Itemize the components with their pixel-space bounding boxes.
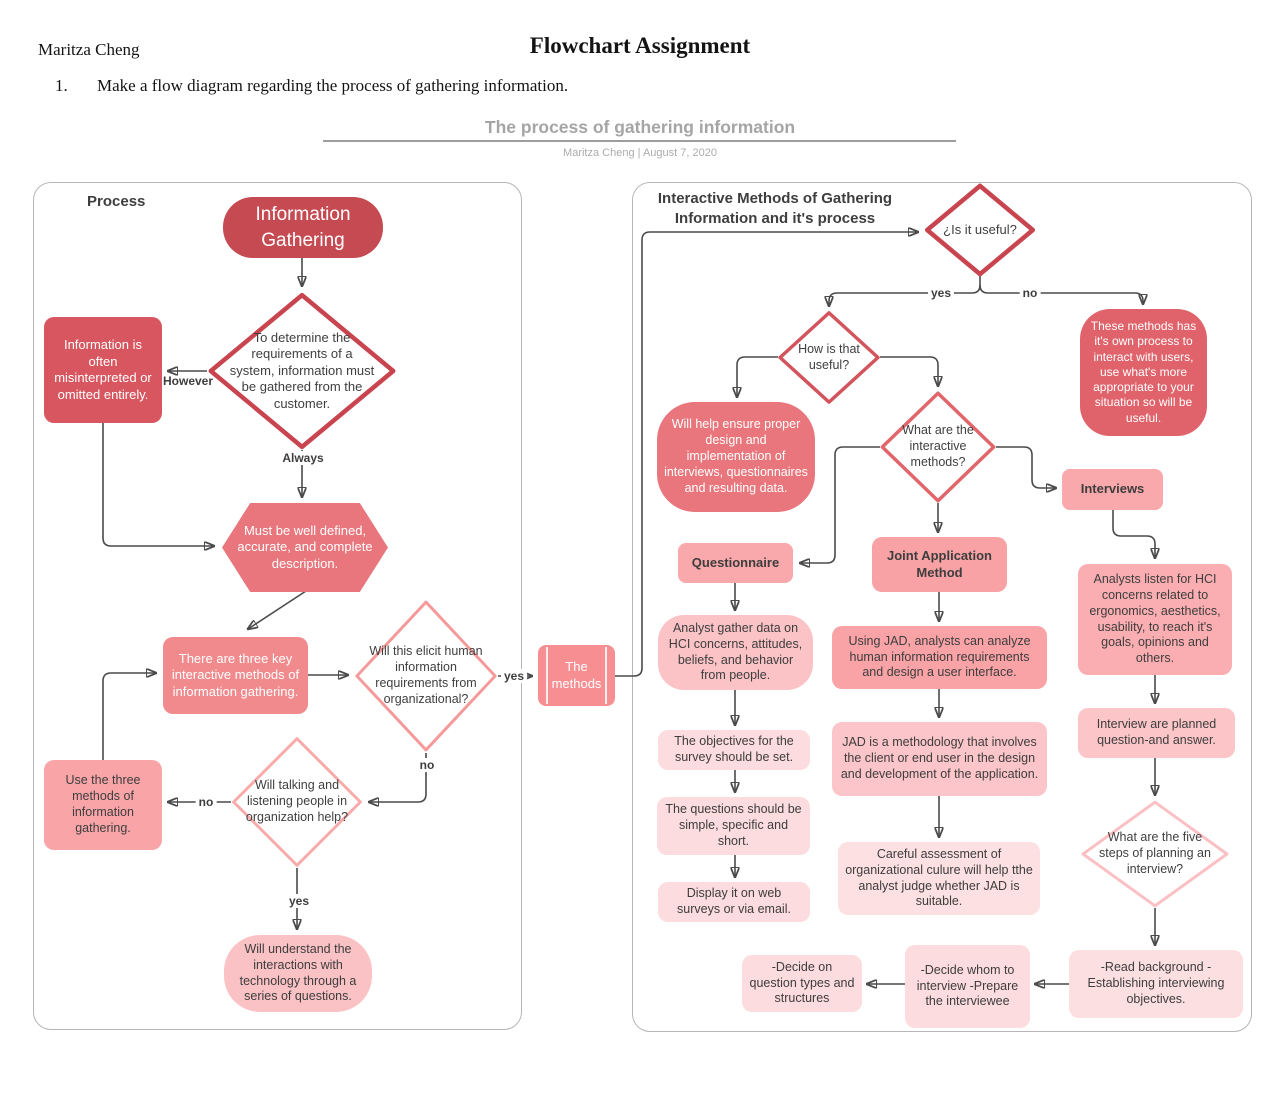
decision-elicit-requirements-label: Will this elicit human information requi… <box>369 644 483 706</box>
edge-label-no: no <box>416 758 438 772</box>
edge-label-yes: yes <box>285 894 313 908</box>
node-joint-application-method: Joint Application Method <box>872 537 1007 592</box>
edge-label-always: Always <box>279 451 327 465</box>
node-analyst-gather: Analyst gather data on HCI concerns, att… <box>658 615 813 690</box>
diamond-shape <box>880 391 996 503</box>
decision-is-it-useful: ¿Is it useful? <box>925 184 1035 276</box>
node-these-methods: These methods has it's own process to in… <box>1080 309 1207 436</box>
list-item-number: 1. <box>55 76 68 95</box>
edge-label-however: However <box>163 374 214 388</box>
node-decide-question-types: -Decide on question types and structures <box>742 955 862 1012</box>
node-will-help-ensure: Will help ensure proper design and imple… <box>657 402 815 512</box>
decision-what-interactive-methods-label: What are the interactive methods? <box>902 423 974 469</box>
node-questionnaire: Questionnaire <box>678 543 793 583</box>
author-name: Maritza Cheng <box>38 40 140 59</box>
edge-label-yes: yes <box>927 286 955 300</box>
list-item-text: Make a flow diagram regarding the proces… <box>97 76 569 95</box>
hexagon-shape <box>222 503 388 592</box>
diagram-title: The process of gathering information <box>484 117 796 137</box>
decision-five-steps-label: What are the five steps of planning an i… <box>1099 830 1211 876</box>
decision-how-useful-label: How is that useful? <box>798 341 860 372</box>
decision-how-useful: How is that useful? <box>778 311 880 404</box>
edge-label-yes: yes <box>500 669 528 683</box>
node-interview-planned: Interview are planned question-and answe… <box>1078 708 1235 758</box>
page-title: Flowchart Assignment <box>529 33 751 58</box>
diamond-shape <box>231 736 363 868</box>
diamond-shape <box>207 292 397 450</box>
node-display-web: Display it on web surveys or via email. <box>658 882 810 922</box>
node-using-jad: Using JAD, analysts can analyze human in… <box>832 626 1047 689</box>
node-analysts-listen: Analysts listen for HCI concerns related… <box>1078 564 1232 675</box>
diamond-shape <box>778 311 880 404</box>
node-the-methods-predefined: The methods <box>538 645 615 706</box>
node-start-terminator: Information Gathering <box>223 197 383 258</box>
edge-label-no: no <box>195 795 217 809</box>
right-panel-title: Interactive Methods of Gathering Informa… <box>657 190 893 227</box>
node-well-defined-hexagon: Must be well defined, accurate, and comp… <box>222 503 388 592</box>
decision-determine-requirements-label: To determine the requirements of a syste… <box>229 329 375 411</box>
node-questions-simple: The questions should be simple, specific… <box>657 797 810 855</box>
diagram-byline: Maritza Cheng | August 7, 2020 <box>563 147 717 159</box>
node-use-three-methods: Use the three methods of information gat… <box>44 760 162 850</box>
decision-what-interactive-methods: What are the interactive methods? <box>880 391 996 503</box>
left-panel-title: Process <box>87 193 146 210</box>
decision-elicit-requirements: Will this elicit human information requi… <box>354 599 498 753</box>
diamond-shape <box>925 184 1035 276</box>
decision-talking-listening-label: Will talking and listening people in org… <box>245 778 349 824</box>
node-survey-objectives: The objectives for the survey should be … <box>658 730 810 770</box>
edge-label-no: no <box>1019 286 1041 300</box>
node-read-background: -Read background -Establishing interview… <box>1069 950 1243 1018</box>
diamond-shape <box>1080 800 1230 908</box>
node-jad-methodology: JAD is a methodology that involves the c… <box>832 722 1047 796</box>
node-three-key-methods: There are three key interactive methods … <box>163 637 308 714</box>
node-misinterpreted: Information is often misinterpreted or o… <box>44 317 162 423</box>
decision-is-it-useful-label: ¿Is it useful? <box>943 221 1017 237</box>
decision-determine-requirements: To determine the requirements of a syste… <box>207 292 397 450</box>
decision-five-steps: What are the five steps of planning an i… <box>1080 800 1230 908</box>
node-understand-terminator: Will understand the interactions with te… <box>224 935 372 1012</box>
diamond-shape <box>354 599 498 753</box>
node-well-defined-label: Must be well defined, accurate, and comp… <box>237 522 373 571</box>
node-decide-whom: -Decide whom to interview -Prepare the i… <box>905 945 1030 1028</box>
node-interviews: Interviews <box>1062 469 1163 510</box>
decision-talking-listening: Will talking and listening people in org… <box>231 736 363 868</box>
divider-line <box>323 140 956 142</box>
node-careful-assessment: Careful assessment of organizational cul… <box>838 842 1040 915</box>
